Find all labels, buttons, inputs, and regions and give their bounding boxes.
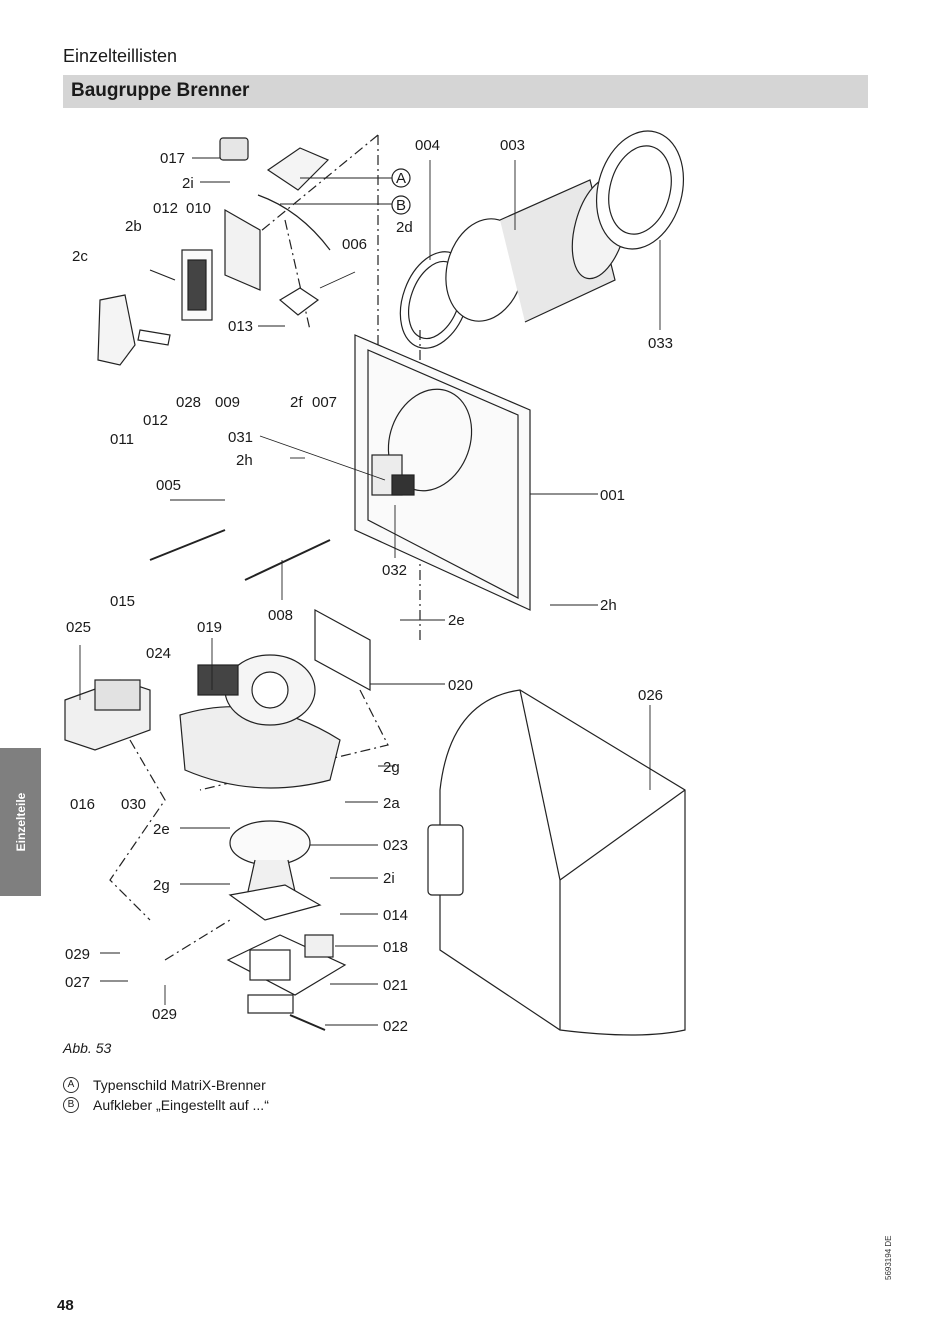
callout-019: 019 (197, 619, 222, 636)
flange-part (595, 130, 685, 250)
control-unit-part (219, 137, 331, 291)
callout-008: 008 (268, 607, 293, 624)
ionisation-electrode-part (244, 539, 331, 581)
callout-025: 025 (66, 619, 91, 636)
callout-023: 023 (383, 837, 408, 854)
fan-part (179, 654, 341, 789)
transformer-part (304, 934, 334, 958)
callout-029: 029 (65, 946, 90, 963)
callout-027: 027 (65, 974, 90, 991)
ignition-module-part (181, 249, 213, 321)
callout-012-lower: 012 (143, 412, 168, 429)
callout-009: 009 (215, 394, 240, 411)
front-plate-part (354, 334, 531, 611)
callout-2h-right: 2h (600, 597, 617, 614)
callout-2e: 2e (448, 612, 465, 629)
legend-text-a: Typenschild MatriX-Brenner (93, 1077, 266, 1093)
holder-part (278, 287, 320, 316)
callout-001: 001 (600, 487, 625, 504)
burner-plate-part (226, 934, 347, 1014)
callout-020: 020 (448, 677, 473, 694)
callout-006: 006 (342, 236, 367, 253)
callout-2e-lower: 2e (153, 821, 170, 838)
ignition-electrode-part (149, 529, 226, 561)
casing-part (427, 689, 686, 1036)
callout-2b: 2b (125, 218, 142, 235)
bracket-part (137, 329, 171, 346)
callout-012: 012 (153, 200, 178, 217)
callout-2c: 2c (72, 248, 88, 265)
legend-item: A Typenschild MatriX-Brenner (63, 1075, 269, 1095)
legend-text-b: Aufkleber „Eingestellt auf ...“ (93, 1097, 269, 1113)
section-title-bar: Baugruppe Brenner (63, 75, 868, 108)
marker-a-label: A (396, 170, 406, 187)
side-tab: Einzelteile (0, 748, 41, 896)
callout-018: 018 (383, 939, 408, 956)
callout-2i: 2i (182, 175, 194, 192)
leader-lines (79, 157, 661, 1026)
callout-2a: 2a (383, 795, 400, 812)
figure-caption: Abb. 53 (63, 1040, 112, 1056)
callout-017: 017 (160, 150, 185, 167)
callout-007: 007 (312, 394, 337, 411)
callout-015: 015 (110, 593, 135, 610)
callout-2f: 2f (290, 394, 303, 411)
legend-key-a: A (63, 1077, 79, 1093)
callout-030: 030 (121, 796, 146, 813)
callout-003: 003 (500, 137, 525, 154)
callout-2d: 2d (396, 219, 413, 236)
marker-b-circle (391, 195, 411, 215)
callout-024: 024 (146, 645, 171, 662)
callout-022: 022 (383, 1018, 408, 1035)
cover-part (97, 294, 136, 366)
callout-031: 031 (228, 429, 253, 446)
callout-2i-lower: 2i (383, 870, 395, 887)
marker-b-label: B (396, 197, 406, 214)
callout-021: 021 (383, 977, 408, 994)
callout-033: 033 (648, 335, 673, 352)
callout-2h: 2h (236, 452, 253, 469)
callout-2g-lower: 2g (153, 877, 170, 894)
callout-013: 013 (228, 318, 253, 335)
legend-item: B Aufkleber „Eingestellt auf ...“ (63, 1095, 269, 1115)
fan-gasket-part (314, 608, 371, 692)
callout-029-lower: 029 (152, 1006, 177, 1023)
section-title: Baugruppe Brenner (71, 80, 250, 101)
sensor-part (289, 1014, 326, 1031)
page-number: 48 (57, 1297, 74, 1314)
callout-010: 010 (186, 200, 211, 217)
callout-2g: 2g (383, 759, 400, 776)
callout-016: 016 (70, 796, 95, 813)
page-header-title: Einzelteillisten (63, 46, 178, 66)
callout-011: 011 (110, 431, 134, 448)
gas-valve-part (64, 679, 151, 751)
callout-004: 004 (415, 137, 440, 154)
document-id: 5693194 DE (884, 1235, 893, 1280)
callout-014: 014 (383, 907, 408, 924)
bracket-upper-part (149, 269, 176, 281)
callout-028: 028 (176, 394, 201, 411)
venturi-part (228, 820, 322, 921)
callout-026: 026 (638, 687, 663, 704)
callout-032: 032 (382, 562, 407, 579)
legend: A Typenschild MatriX-Brenner B Aufkleber… (63, 1075, 269, 1115)
marker-a-circle (391, 168, 411, 188)
callout-005: 005 (156, 477, 181, 494)
legend-key-b: B (63, 1097, 79, 1113)
